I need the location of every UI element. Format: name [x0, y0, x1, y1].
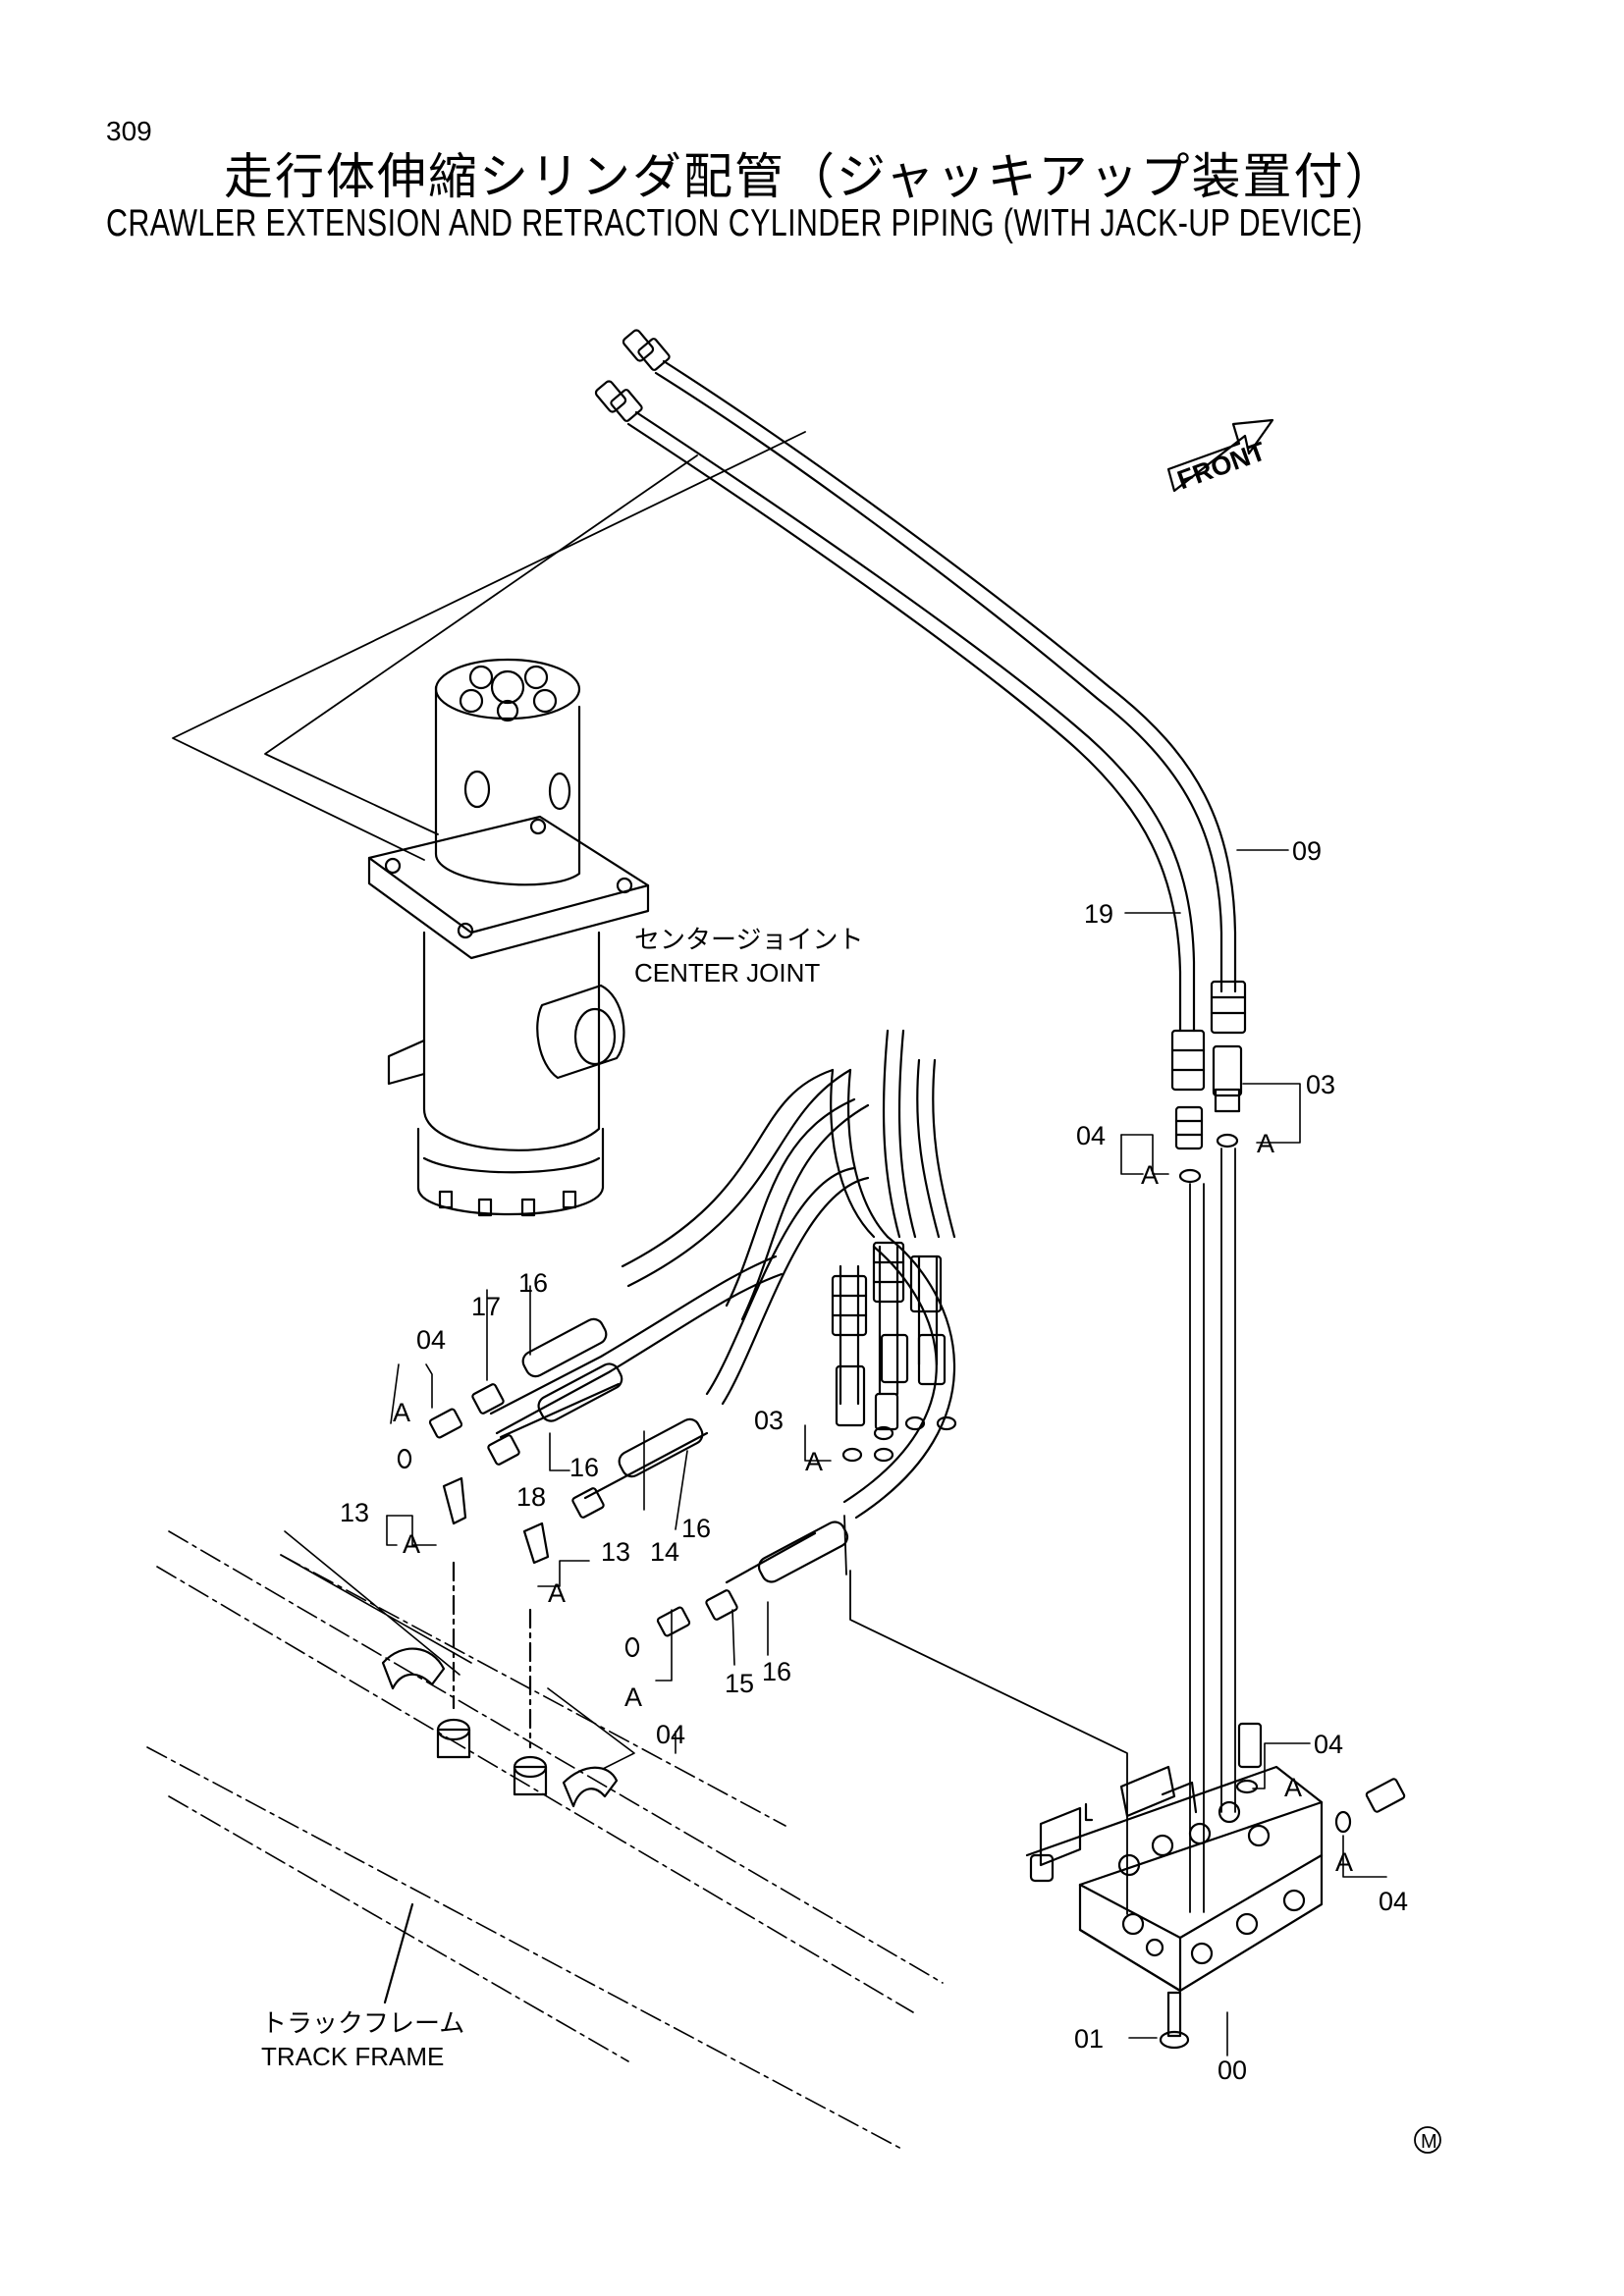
left-hose-assemblies [397, 1255, 849, 1658]
top-hose-fittings [594, 329, 671, 422]
callout-15: 15 [725, 1669, 754, 1698]
callout-a-13-left: A [403, 1529, 420, 1559]
callout-00: 00 [1218, 2056, 1247, 2085]
callout-a-bottom: A [624, 1682, 642, 1712]
page-number: 309 [106, 116, 152, 146]
track-frame [146, 1530, 944, 2151]
callout-16-lower: 16 [681, 1514, 711, 1543]
callout-01: 01 [1074, 2024, 1104, 2054]
callout-17: 17 [471, 1292, 501, 1321]
bolt-01 [1159, 1991, 1190, 2050]
callout-labels: 09 19 03 04 A A 16 17 04 A 16 18 13 A 13… [340, 836, 1408, 2085]
callout-03-top: 03 [1306, 1070, 1335, 1099]
callout-04-bottom: 04 [656, 1720, 685, 1749]
valve-pipe-lines [843, 1148, 1236, 1915]
callout-13-left: 13 [340, 1498, 369, 1527]
front-arrow: FRONT [1166, 418, 1274, 495]
callout-19: 19 [1084, 899, 1113, 929]
callout-a-left: A [393, 1398, 410, 1427]
track-frame-label-en: TRACK FRAME [261, 2042, 444, 2071]
callout-18: 18 [516, 1482, 546, 1512]
circled-m-mark: M [1414, 2126, 1441, 2154]
callout-a-right-top: A [1284, 1773, 1302, 1802]
callout-a-top-right: A [1257, 1129, 1274, 1158]
hose-09-19 [626, 359, 1247, 1184]
adapter-04-right [1235, 1722, 1406, 1834]
callout-13-right: 13 [601, 1537, 630, 1567]
center-joint [367, 658, 650, 1217]
track-frame-leader [383, 1902, 414, 2004]
track-frame-label-jp: トラックフレーム [261, 2008, 464, 2038]
track-frame-fittings [280, 1530, 635, 1808]
center-joint-outline [172, 431, 806, 861]
callout-04-left: 04 [416, 1325, 446, 1355]
callout-04-top: 04 [1076, 1121, 1106, 1150]
center-joint-label-jp: センタージョイント [634, 925, 863, 954]
callout-03-mid: 03 [754, 1406, 784, 1435]
mark-letter: M [1421, 2131, 1437, 2153]
callout-04-right-top: 04 [1314, 1730, 1343, 1759]
title-japanese: 走行体伸縮シリンダ配管（ジャッキアップ装置付） [224, 148, 1396, 205]
center-joint-label-en: CENTER JOINT [634, 958, 820, 988]
callout-16-upper: 16 [518, 1268, 548, 1298]
callout-a-right: A [1335, 1847, 1353, 1877]
callout-a-top-left: A [1141, 1160, 1159, 1190]
leader-lines [386, 849, 1387, 2056]
callout-09: 09 [1292, 836, 1322, 866]
callout-14: 14 [650, 1537, 679, 1567]
middle-hose-bundle [621, 1029, 957, 1520]
callout-16-bottom: 16 [762, 1657, 791, 1686]
front-label: FRONT [1173, 436, 1270, 495]
callout-16-mid: 16 [569, 1453, 599, 1482]
callout-a-mid: A [805, 1447, 823, 1476]
title-english: CRAWLER EXTENSION AND RETRACTION CYLINDE… [106, 202, 1363, 244]
callout-a-13-right: A [548, 1578, 566, 1608]
callout-04-right: 04 [1379, 1887, 1408, 1916]
valve-block [1025, 1765, 1324, 1993]
